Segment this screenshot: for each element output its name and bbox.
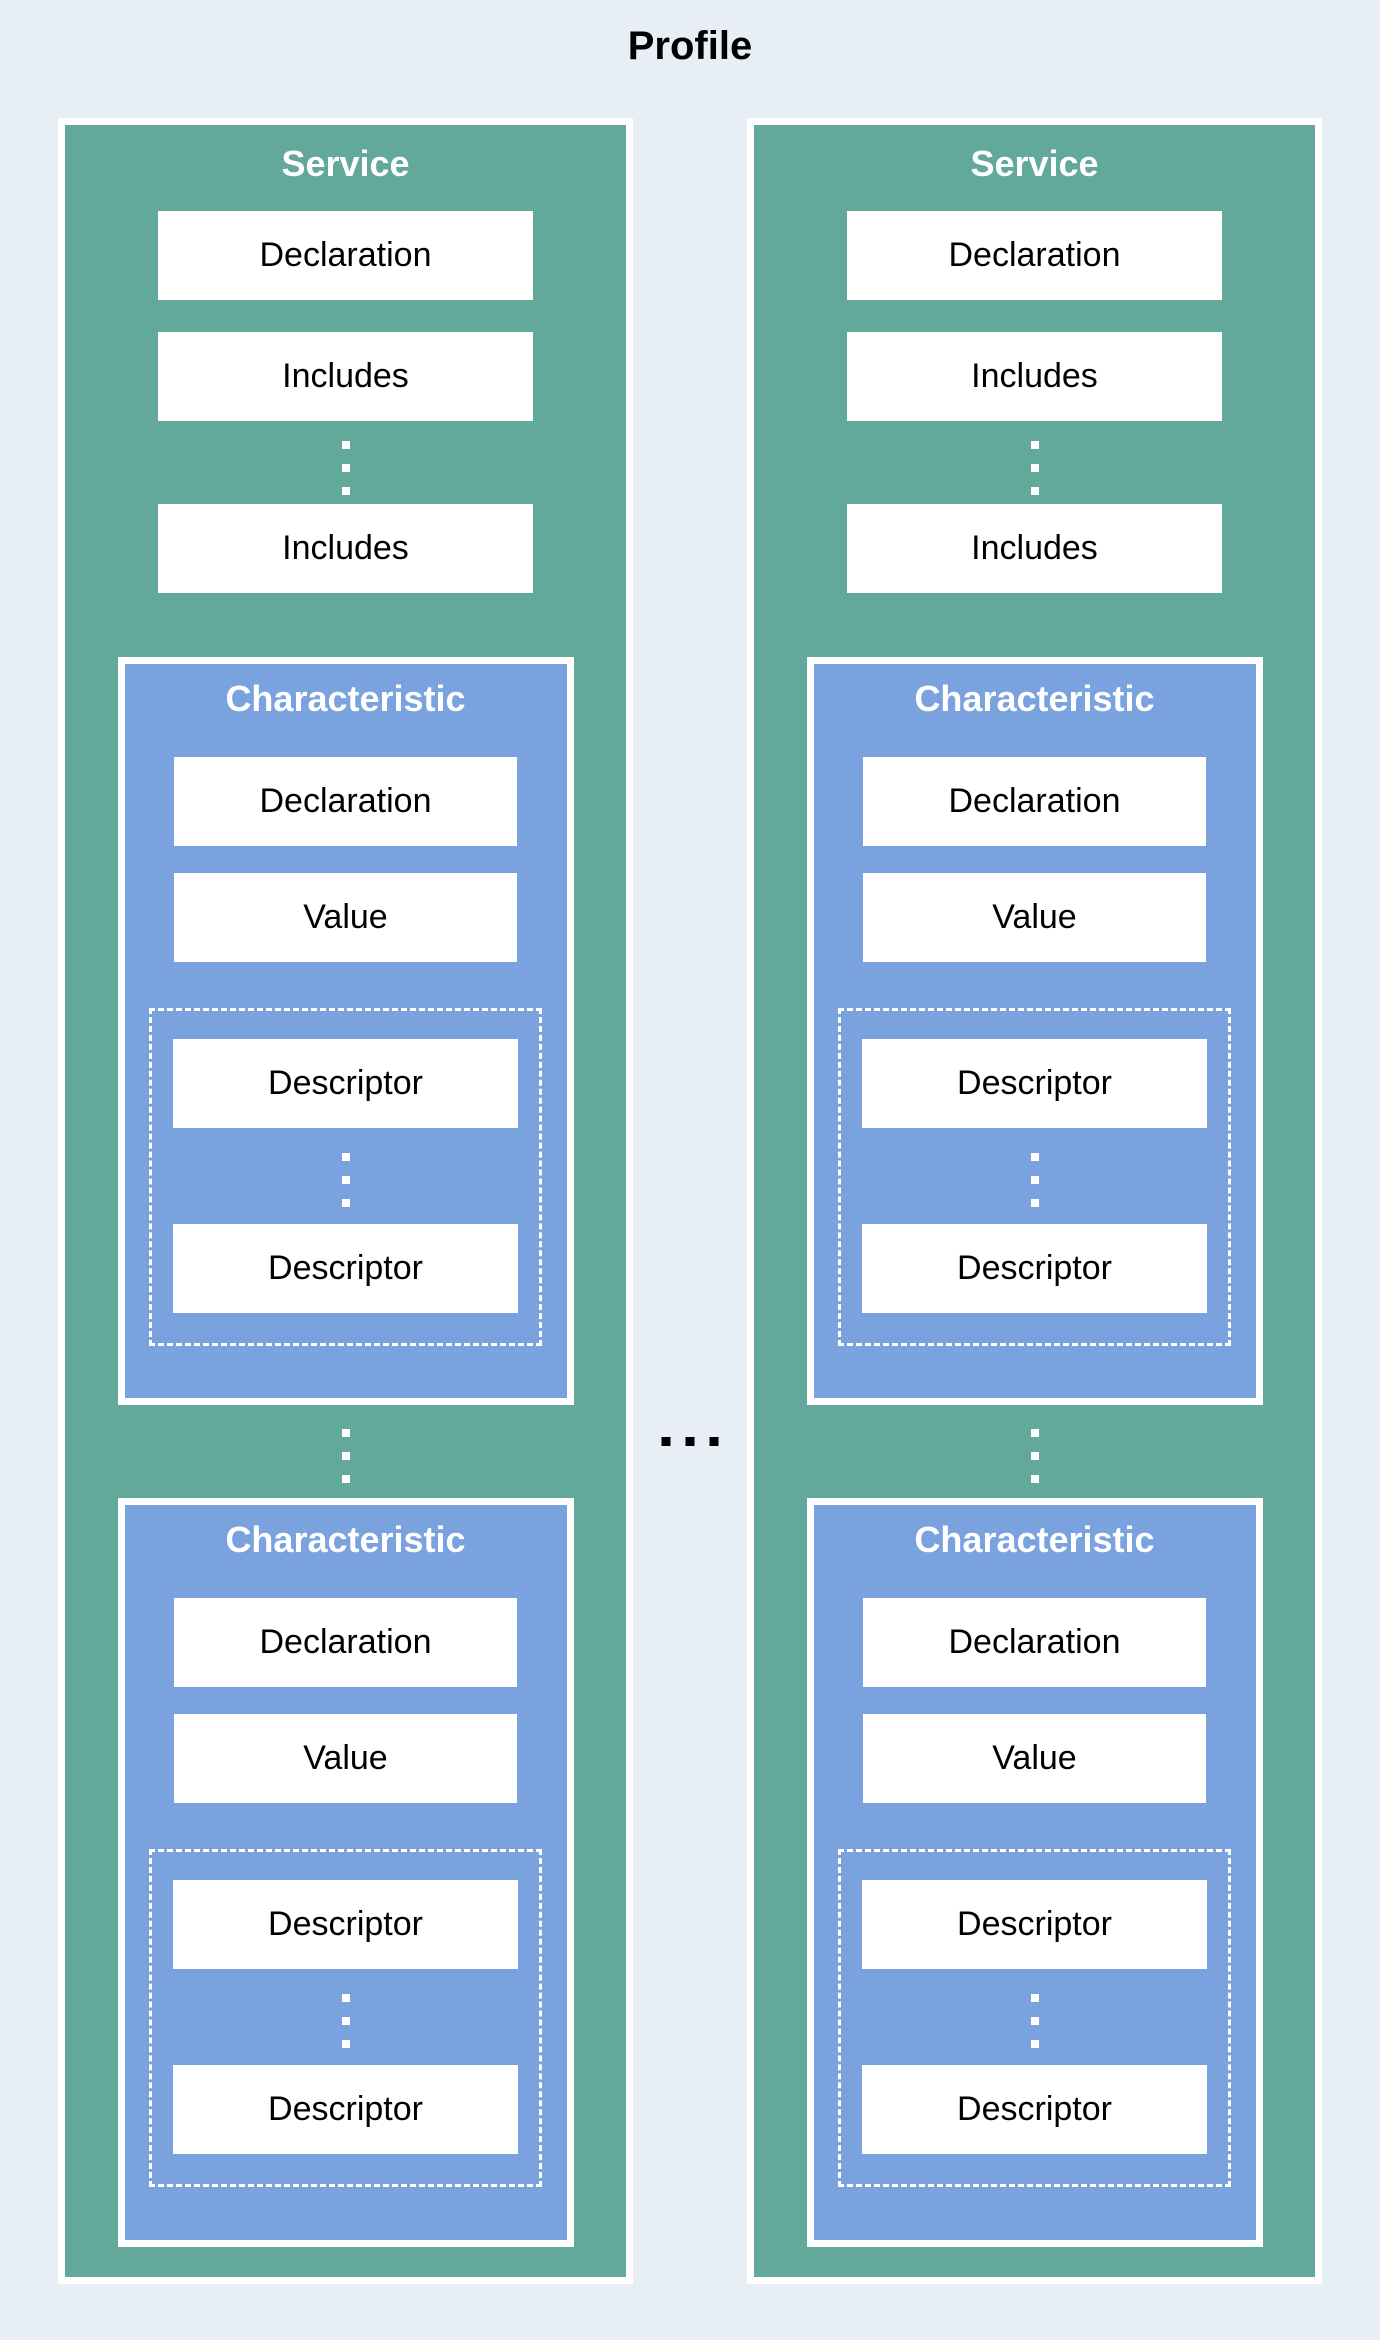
characteristic-title: Characteristic (914, 678, 1155, 719)
characteristic-title: Characteristic (914, 1519, 1155, 1560)
ellipsis-dot (341, 2040, 350, 2048)
characteristic-value-row: Value (174, 1714, 517, 1803)
ellipsis-dot (1030, 1153, 1039, 1161)
ellipsis-dot (341, 441, 350, 449)
service-includes-row: Includes (847, 504, 1222, 593)
vertical-ellipsis (65, 1429, 626, 1483)
characteristic-title: Characteristic (225, 678, 466, 719)
ellipsis-dot (1030, 1176, 1039, 1184)
horizontal-ellipsis (661, 1437, 719, 1446)
ellipsis-dot (1030, 2040, 1039, 2048)
ellipsis-dot (1030, 464, 1039, 472)
characteristic-declaration-row: Declaration (174, 757, 517, 846)
ellipsis-dot (1030, 487, 1039, 495)
ellipsis-dot (341, 1475, 350, 1483)
ellipsis-dot (1030, 1475, 1039, 1483)
ellipsis-dot (341, 487, 350, 495)
characteristic-block: Characteristic Declaration Value Descrip… (117, 657, 574, 1405)
vertical-ellipsis (152, 1153, 539, 1207)
vertical-ellipsis (754, 1429, 1315, 1483)
ellipsis-dot (341, 1994, 350, 2002)
vertical-ellipsis (152, 1994, 539, 2048)
descriptor-group: Descriptor Descriptor (149, 1849, 542, 2187)
services-container: Service Declaration Includes Includes Ch… (0, 118, 1380, 2284)
characteristic-declaration-row: Declaration (863, 1598, 1206, 1687)
characteristic-declaration-row: Declaration (863, 757, 1206, 846)
characteristic-value-row: Value (174, 873, 517, 962)
ellipsis-dot (1030, 1452, 1039, 1460)
vertical-ellipsis (841, 1994, 1228, 2048)
descriptor-row: Descriptor (862, 1880, 1207, 1969)
ellipsis-dot (685, 1437, 695, 1446)
characteristic-block: Characteristic Declaration Value Descrip… (117, 1498, 574, 2247)
characteristic-declaration-row: Declaration (174, 1598, 517, 1687)
descriptor-row: Descriptor (862, 1224, 1207, 1313)
ellipsis-dot (709, 1437, 719, 1446)
ellipsis-dot (1030, 2017, 1039, 2025)
ellipsis-dot (341, 1199, 350, 1207)
vertical-ellipsis (65, 441, 626, 495)
service-includes-row: Includes (158, 504, 533, 593)
characteristic-block: Characteristic Declaration Value Descrip… (806, 657, 1263, 1405)
ellipsis-dot (341, 1176, 350, 1184)
descriptor-row: Descriptor (173, 1224, 518, 1313)
descriptor-row: Descriptor (173, 1880, 518, 1969)
ellipsis-dot (661, 1437, 671, 1446)
vertical-ellipsis (841, 1153, 1228, 1207)
service-declaration-row: Declaration (847, 211, 1222, 300)
descriptor-row: Descriptor (862, 1039, 1207, 1128)
service-title: Service (281, 143, 410, 184)
profile-title: Profile (627, 24, 753, 68)
vertical-ellipsis (754, 441, 1315, 495)
descriptor-row: Descriptor (173, 1039, 518, 1128)
descriptor-group: Descriptor Descriptor (838, 1849, 1231, 2187)
ellipsis-dot (341, 1429, 350, 1437)
ellipsis-dot (1030, 1994, 1039, 2002)
service-title: Service (970, 143, 1099, 184)
characteristic-value-row: Value (863, 873, 1206, 962)
ellipsis-dot (341, 464, 350, 472)
ellipsis-dot (1030, 1429, 1039, 1437)
descriptor-row: Descriptor (862, 2065, 1207, 2154)
descriptor-group: Descriptor Descriptor (838, 1008, 1231, 1346)
descriptor-group: Descriptor Descriptor (149, 1008, 542, 1346)
ellipsis-dot (1030, 1199, 1039, 1207)
characteristic-block: Characteristic Declaration Value Descrip… (806, 1498, 1263, 2247)
service-column: Service Declaration Includes Includes Ch… (58, 118, 633, 2284)
ellipsis-dot (341, 2017, 350, 2025)
ellipsis-dot (341, 1452, 350, 1460)
service-includes-row: Includes (847, 332, 1222, 421)
ellipsis-dot (341, 1153, 350, 1161)
service-column: Service Declaration Includes Includes Ch… (747, 118, 1322, 2284)
ellipsis-dot (1030, 441, 1039, 449)
descriptor-row: Descriptor (173, 2065, 518, 2154)
service-includes-row: Includes (158, 332, 533, 421)
service-declaration-row: Declaration (158, 211, 533, 300)
characteristic-title: Characteristic (225, 1519, 466, 1560)
characteristic-value-row: Value (863, 1714, 1206, 1803)
